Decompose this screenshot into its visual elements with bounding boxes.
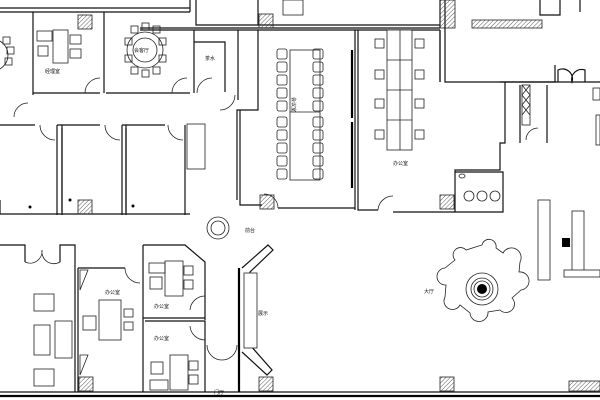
label-entrance: 门厅 [214, 389, 224, 396]
chair-icon [276, 48, 288, 60]
chair-icon [276, 100, 288, 112]
chair-icon [312, 142, 324, 154]
meeting-chairs [276, 48, 324, 180]
reception-room: 会客厅 [124, 22, 188, 94]
label-manager-office: 经理室 [45, 68, 60, 75]
office-a-furniture [79, 269, 134, 376]
label-display: 展示 [258, 311, 268, 317]
chair-icon [276, 87, 288, 99]
label-lobby: 大厅 [424, 288, 434, 295]
chair-icon [276, 74, 288, 86]
front-desk-area: 前台 展示 门厅 [206, 216, 274, 396]
chair-icon [312, 100, 324, 112]
chair-icon [312, 48, 324, 60]
manager-office: 经理室 [32, 12, 190, 95]
chair-icon [312, 61, 324, 73]
chair-icon [312, 116, 324, 128]
chair-icon [312, 74, 324, 86]
tea-room: 茶水 [193, 30, 239, 100]
label-front-desk: 前台 [245, 227, 255, 234]
top-hatched-columns [258, 0, 543, 29]
sofa-set [33, 293, 73, 387]
label-reception-room: 会客厅 [134, 47, 149, 54]
label-office-b: 办公室 [154, 303, 169, 310]
open-office: 办公室 [357, 29, 506, 213]
meeting-room: 会议室 [236, 30, 356, 210]
chair-icon [276, 129, 288, 141]
office-c-furniture [149, 354, 199, 391]
label-office-c: 办公室 [154, 335, 169, 342]
lobby: 大厅 [424, 199, 600, 392]
chair-icon [276, 155, 288, 167]
chair-icon [276, 116, 288, 128]
label-meeting-room: 会议室 [290, 97, 297, 112]
lower-offices: 办公室 办公室 办公室 [0, 244, 206, 392]
chair-icon [312, 129, 324, 141]
chair-icon [276, 168, 288, 180]
chair-icon [276, 61, 288, 73]
label-open-office: 办公室 [393, 160, 408, 167]
label-office-a: 办公室 [105, 289, 120, 296]
middle-offices [13, 94, 236, 215]
service-rooms [455, 68, 600, 213]
office-b-furniture [148, 260, 194, 297]
label-tea-room: 茶水 [205, 55, 215, 62]
chair-icon [276, 142, 288, 154]
chair-icon [312, 87, 324, 99]
chair-icon [312, 155, 324, 167]
chair-icon [312, 168, 324, 180]
left-round-table [0, 36, 190, 215]
